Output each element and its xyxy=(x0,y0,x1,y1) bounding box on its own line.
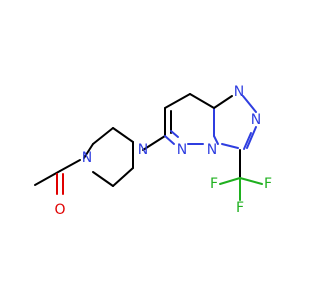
fluorine-right-label: F xyxy=(264,176,272,192)
bond-carbonyl-n xyxy=(59,159,81,172)
bond-pyridazine-2 xyxy=(164,93,191,109)
bond-pyridazine-6-inner xyxy=(170,130,179,138)
bond-piperazine-6 xyxy=(83,143,94,159)
chemical-structure-diagram: O N N N N N N F F F xyxy=(34,84,272,218)
bond-triazole-5 xyxy=(213,135,219,145)
oxygen-label: O xyxy=(54,202,65,218)
bond-cf3-f2 xyxy=(239,177,263,185)
piperazine-nitrogen-right-label: N xyxy=(138,142,148,158)
bond-piperazine-4 xyxy=(112,127,134,143)
fluorine-left-label: F xyxy=(210,176,218,192)
triazole-nitrogen-top-label: N xyxy=(234,84,244,100)
triazole-nitrogen-right-label: N xyxy=(251,112,261,128)
bond-triazole-4 xyxy=(221,143,239,149)
bond-piperazine-2 xyxy=(112,167,134,187)
bond-pyridazine-3 xyxy=(189,93,215,109)
piperazine-nitrogen-left-label: N xyxy=(82,150,92,166)
bond-triazole-3-inner xyxy=(243,132,252,150)
bond-cf3-f1 xyxy=(219,177,241,185)
bond-methyl-carbonyl xyxy=(34,170,61,186)
bond-piperazine-1 xyxy=(92,171,114,187)
pyridazine-nitrogen-label: N xyxy=(177,142,187,158)
bridge-nitrogen-label: N xyxy=(207,142,217,158)
bond-piperazine-to-pyridazine xyxy=(142,135,166,151)
bond-triazole-3 xyxy=(246,126,257,149)
bond-pyridazine-6 xyxy=(164,135,175,145)
fluorine-bottom-label: F xyxy=(236,200,244,216)
bond-triazole-2 xyxy=(242,95,257,113)
bond-piperazine-5 xyxy=(92,127,114,145)
bond-triazole-1 xyxy=(213,95,233,109)
